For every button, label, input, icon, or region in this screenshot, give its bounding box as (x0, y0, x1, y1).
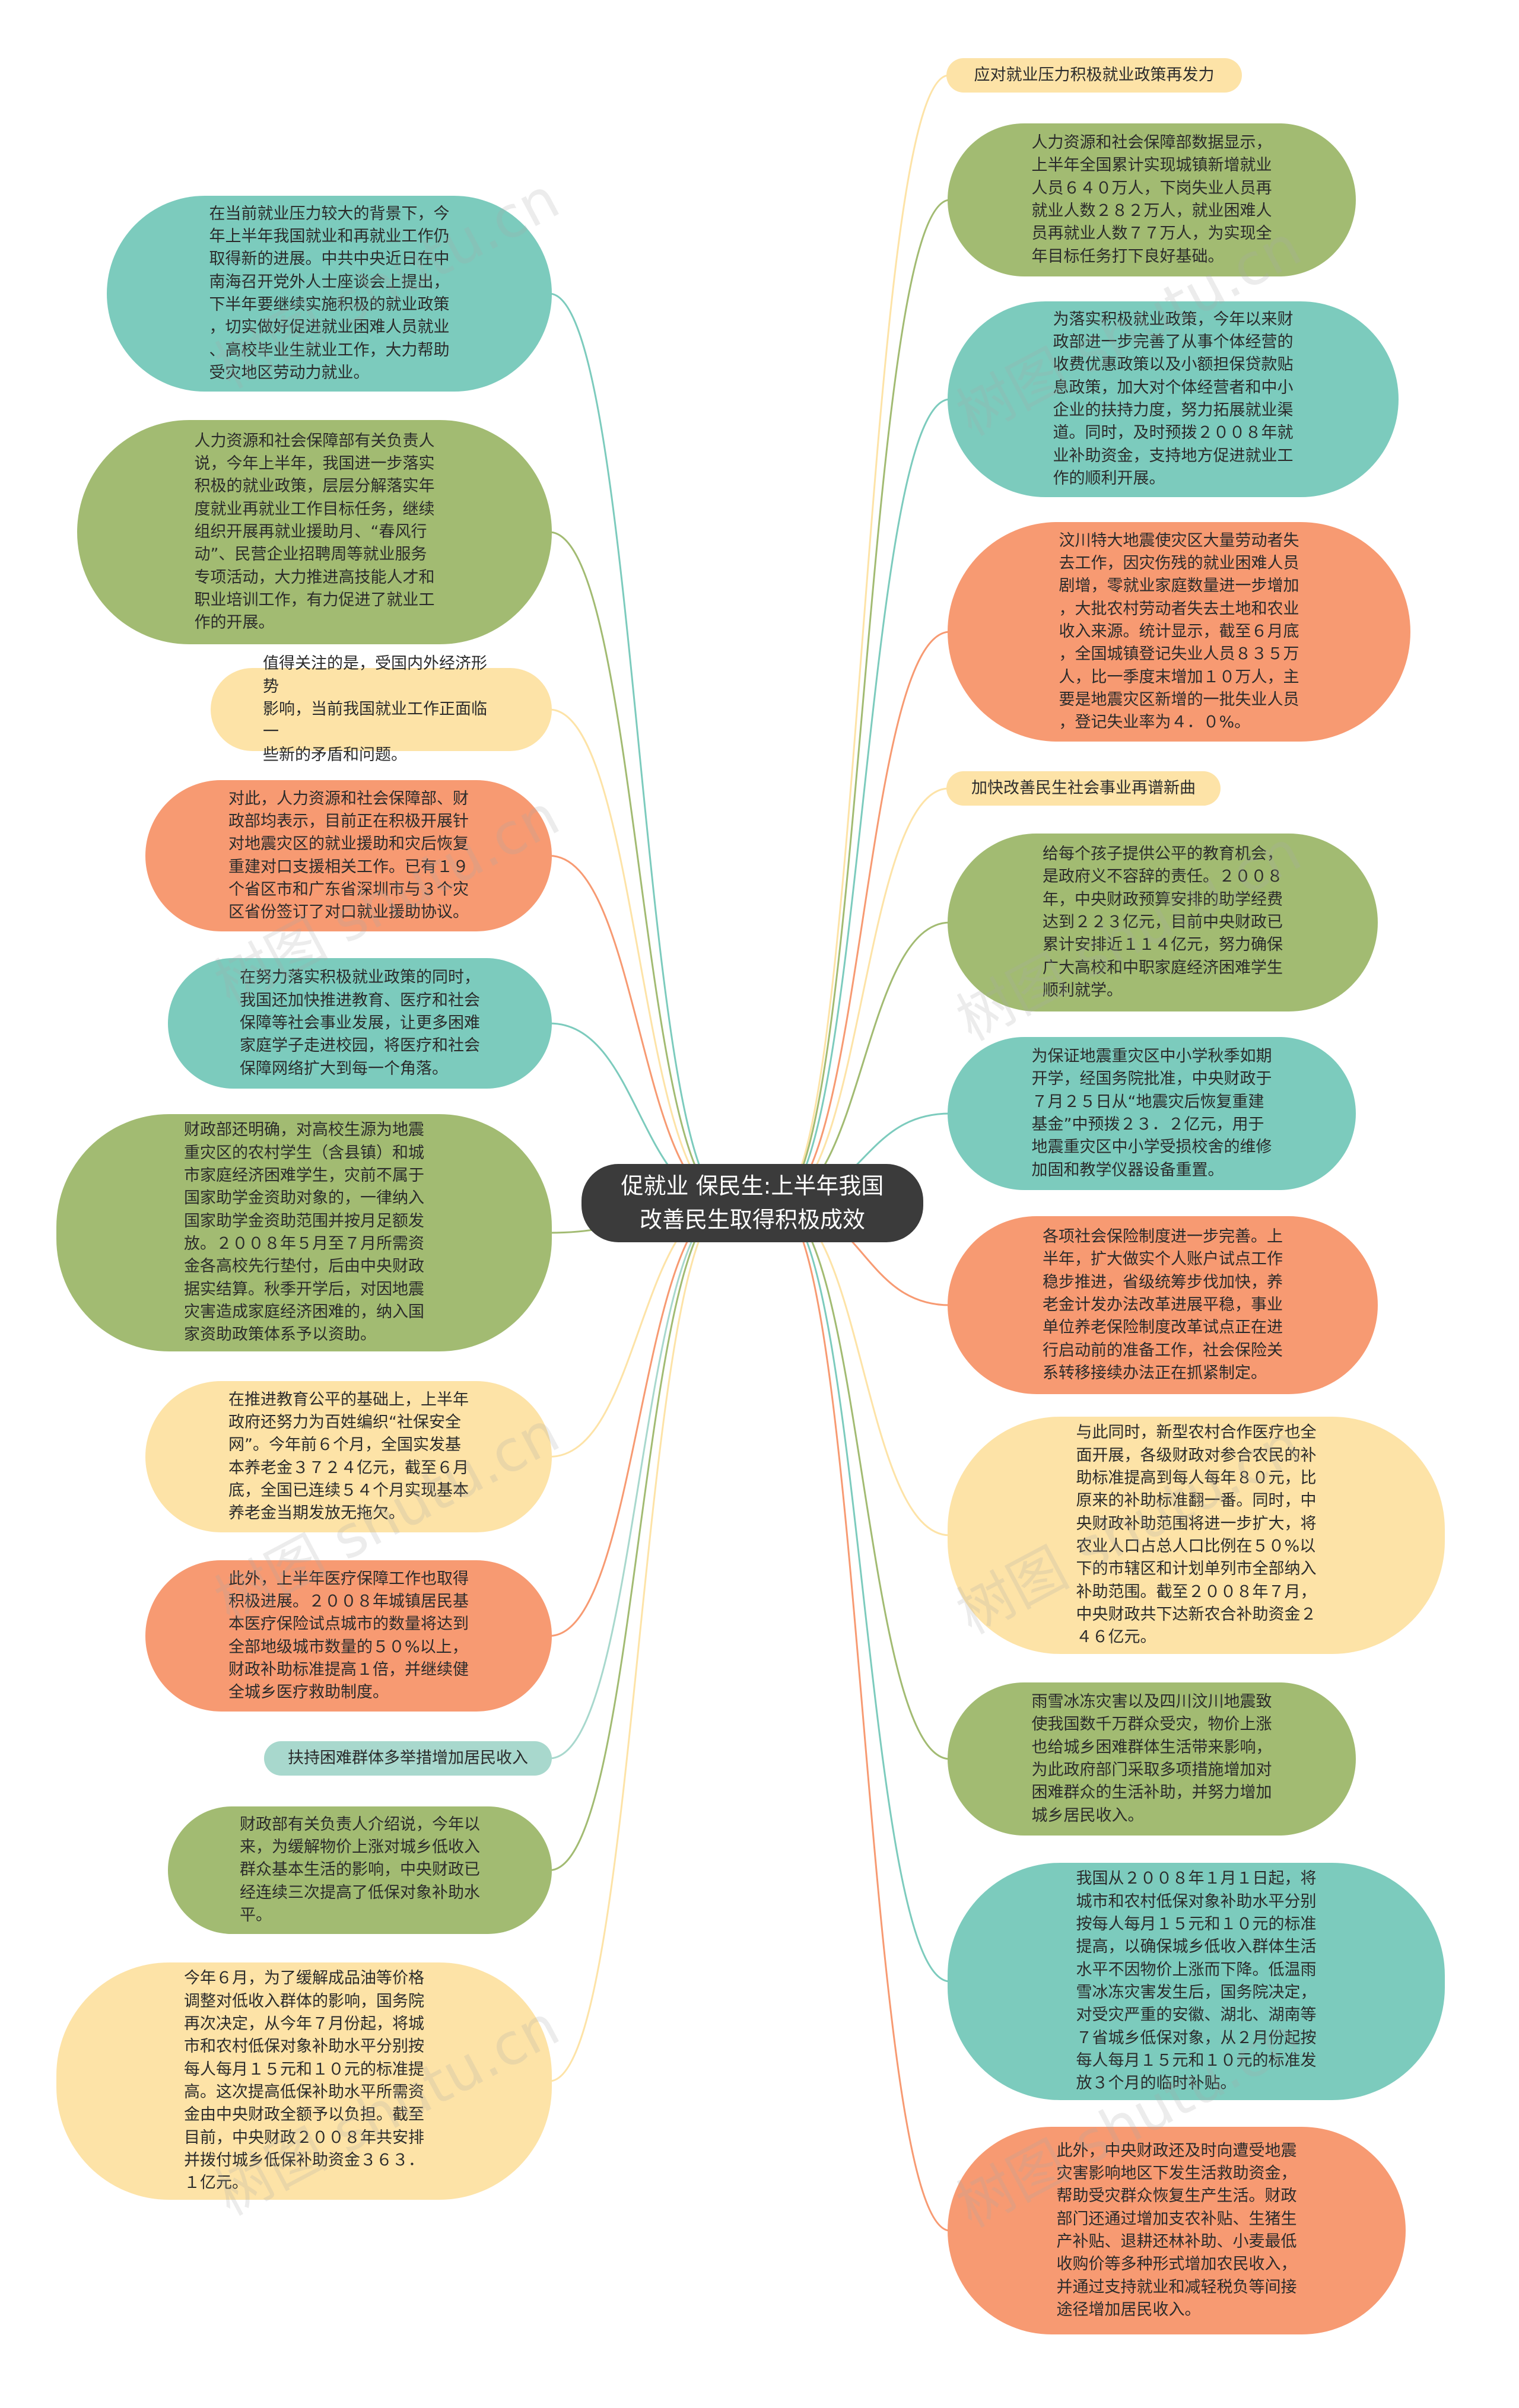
left-node-social-development[interactable]: 在努力落实积极就业政策的同时， 我国还加快推进教育、医疗和社会 保障等社会事业发… (168, 958, 552, 1089)
right-node-employment-data[interactable]: 人力资源和社会保障部数据显示， 上半年全国累计实现城镇新增就业 人员６４０万人，… (948, 123, 1356, 276)
right-node-school-reconstruction[interactable]: 为保证地震重灾区中小学秋季如期 开学，经国务院批准，中央财政于 ７月２５日从“地… (948, 1037, 1356, 1190)
connector-r11 (776, 1202, 951, 1983)
node-text: 扶持困难群体多举措增加居民收入 (288, 1748, 528, 1767)
node-text: 汶川特大地震使灾区大量劳动者失 去工作，因灾伤残的就业困难人员 剧增，零就业家庭… (1059, 531, 1299, 732)
node-text: 在当前就业压力较大的背景下，今 年上半年我国就业和再就业工作仍 取得新的进展。中… (209, 204, 450, 382)
node-text: 人力资源和社会保障部数据显示， 上半年全国累计实现城镇新增就业 人员６４０万人，… (1031, 133, 1272, 266)
left-node-new-challenges[interactable]: 值得关注的是，受国内外经济形势 影响，当前我国就业工作正面临一 些新的矛盾和问题… (211, 654, 552, 764)
node-text: 各项社会保险制度进一步完善。上 半年，扩大做实个人账户试点工作 稳步推进，省级统… (1043, 1227, 1283, 1382)
right-node-education-funding[interactable]: 给每个孩子提供公平的教育机会， 是政府义不容辞的责任。２００８ 年，中央财政预算… (948, 834, 1378, 1011)
node-text: 今年６月，为了缓解成品油等价格 调整对低收入群体的影响，国务院 再次决定，从今年… (184, 1969, 424, 2193)
left-node-student-aid[interactable]: 财政部还明确，对高校生源为地震 重灾区的农村学生（含县镇）和城 市家庭经济困难学… (56, 1114, 552, 1351)
left-node-low-income-subsidy[interactable]: 财政部有关负责人介绍说，今年以 来，为缓解物价上涨对城乡低收入 群众基本生活的影… (168, 1806, 552, 1934)
right-node-subsistence-allowance[interactable]: 我国从２００８年１月１日起，将 城市和农村低保对象补助水平分别 按每人每月１５元… (948, 1863, 1445, 2100)
node-text: 雨雪冰冻灾害以及四川汶川地震致 使我国数千万群众受灾，物价上涨 也给城乡困难群体… (1031, 1693, 1272, 1825)
node-text: 应对就业压力积极就业政策再发力 (974, 65, 1215, 84)
node-text: 此外，上半年医疗保障工作也取得 积极进展。２００８年城镇居民基 本医疗保险试点城… (228, 1569, 469, 1702)
connector-l8 (549, 1202, 729, 1637)
node-text: 为保证地震重灾区中小学秋季如期 开学，经国务院批准，中央财政于 ７月２５日从“地… (1031, 1047, 1272, 1179)
node-text: 此外，中央财政还及时向遭受地震 灾害影响地区下发生活救助资金， 帮助受灾群众恢复… (1056, 2141, 1297, 2319)
node-text: 在努力落实积极就业政策的同时， 我国还加快推进教育、医疗和社会 保障等社会事业发… (240, 968, 480, 1078)
connector-r12 (776, 1202, 951, 2232)
node-text: 财政部有关负责人介绍说，今年以 来，为缓解物价上涨对城乡低收入 群众基本生活的影… (240, 1815, 480, 1925)
connector-r5 (776, 787, 949, 1204)
right-branch-label-employment-policy[interactable]: 应对就业压力积极就业政策再发力 (946, 58, 1242, 93)
left-node-medical-insurance[interactable]: 此外，上半年医疗保障工作也取得 积极进展。２００８年城镇居民基 本医疗保险试点城… (145, 1560, 552, 1712)
node-text: 给每个孩子提供公平的教育机会， 是政府义不容辞的责任。２００８ 年，中央财政预算… (1043, 844, 1283, 1000)
left-branch-label-income-support[interactable]: 扶持困难群体多举措增加居民收入 (264, 1741, 552, 1776)
connector-l10 (549, 1202, 729, 1871)
node-text: 对此，人力资源和社会保障部、财 政部均表示，目前正在积极开展针 对地震灾区的就业… (228, 789, 469, 922)
connector-r10 (776, 1202, 951, 1760)
central-topic[interactable]: 促就业 保民生:上半年我国 改善民生取得积极成效 (581, 1164, 923, 1242)
node-text: 加快改善民生社会事业再谱新曲 (971, 778, 1196, 797)
connector-l2 (549, 531, 729, 1204)
connector-l9 (549, 1202, 729, 1760)
central-topic-text: 促就业 保民生:上半年我国 改善民生取得积极成效 (621, 1173, 884, 1233)
connector-l11 (549, 1202, 729, 2082)
right-node-rural-income[interactable]: 此外，中央财政还及时向遭受地震 灾害影响地区下发生活救助资金， 帮助受灾群众恢复… (948, 2127, 1406, 2334)
right-branch-label-social-affairs[interactable]: 加快改善民生社会事业再谱新曲 (946, 771, 1221, 806)
right-node-social-insurance[interactable]: 各项社会保险制度进一步完善。上 半年，扩大做实个人账户试点工作 稳步推进，省级统… (948, 1216, 1378, 1394)
node-text: 财政部还明确，对高校生源为地震 重灾区的农村学生（含县镇）和城 市家庭经济困难学… (184, 1121, 424, 1344)
left-node-employment-progress[interactable]: 在当前就业压力较大的背景下，今 年上半年我国就业和再就业工作仍 取得新的进展。中… (107, 196, 552, 392)
right-node-earthquake-unemployment[interactable]: 汶川特大地震使灾区大量劳动者失 去工作，因灾伤残的就业困难人员 剧增，零就业家庭… (948, 522, 1410, 742)
connector-l1 (549, 292, 729, 1204)
right-node-rural-medical[interactable]: 与此同时，新型农村合作医疗也全 面开展，各级财政对参合农民的补 助标准提高到每人… (948, 1417, 1445, 1654)
connector-r3 (776, 398, 951, 1204)
left-node-fuel-price-subsidy[interactable]: 今年６月，为了缓解成品油等价格 调整对低收入群体的影响，国务院 再次决定，从今年… (56, 1962, 552, 2200)
node-text: 人力资源和社会保障部有关负责人 说，今年上半年，我国进一步落实 积极的就业政策，… (194, 431, 435, 632)
right-node-finance-policy[interactable]: 为落实积极就业政策，今年以来财 政部进一步完善了从事个体经营的 收费优惠政策以及… (948, 301, 1399, 497)
left-node-employment-services[interactable]: 人力资源和社会保障部有关负责人 说，今年上半年，我国进一步落实 积极的就业政策，… (77, 420, 552, 644)
node-text: 我国从２００８年１月１日起，将 城市和农村低保对象补助水平分别 按每人每月１５元… (1076, 1869, 1317, 2093)
node-text: 与此同时，新型农村合作医疗也全 面开展，各级财政对参合农民的补 助标准提高到每人… (1076, 1423, 1317, 1647)
right-node-disaster-subsidy[interactable]: 雨雪冰冻灾害以及四川汶川地震致 使我国数千万群众受灾，物价上涨 也给城乡困难群体… (948, 1682, 1356, 1836)
left-node-pension[interactable]: 在推进教育公平的基础上，上半年 政府还努力为百姓编织“社保安全 网”。今年前６个… (145, 1381, 552, 1532)
node-text: 为落实积极就业政策，今年以来财 政部进一步完善了从事个体经营的 收费优惠政策以及… (1053, 310, 1294, 488)
node-text: 值得关注的是，受国内外经济形势 影响，当前我国就业工作正面临一 些新的矛盾和问题… (263, 654, 487, 764)
node-text: 在推进教育公平的基础上，上半年 政府还努力为百姓编织“社保安全 网”。今年前６个… (228, 1390, 469, 1523)
connector-l3 (549, 708, 729, 1204)
left-node-earthquake-assistance[interactable]: 对此，人力资源和社会保障部、财 政部均表示，目前正在积极开展针 对地震灾区的就业… (145, 780, 552, 931)
connector-r2 (776, 199, 951, 1204)
connector-r1 (776, 74, 949, 1204)
